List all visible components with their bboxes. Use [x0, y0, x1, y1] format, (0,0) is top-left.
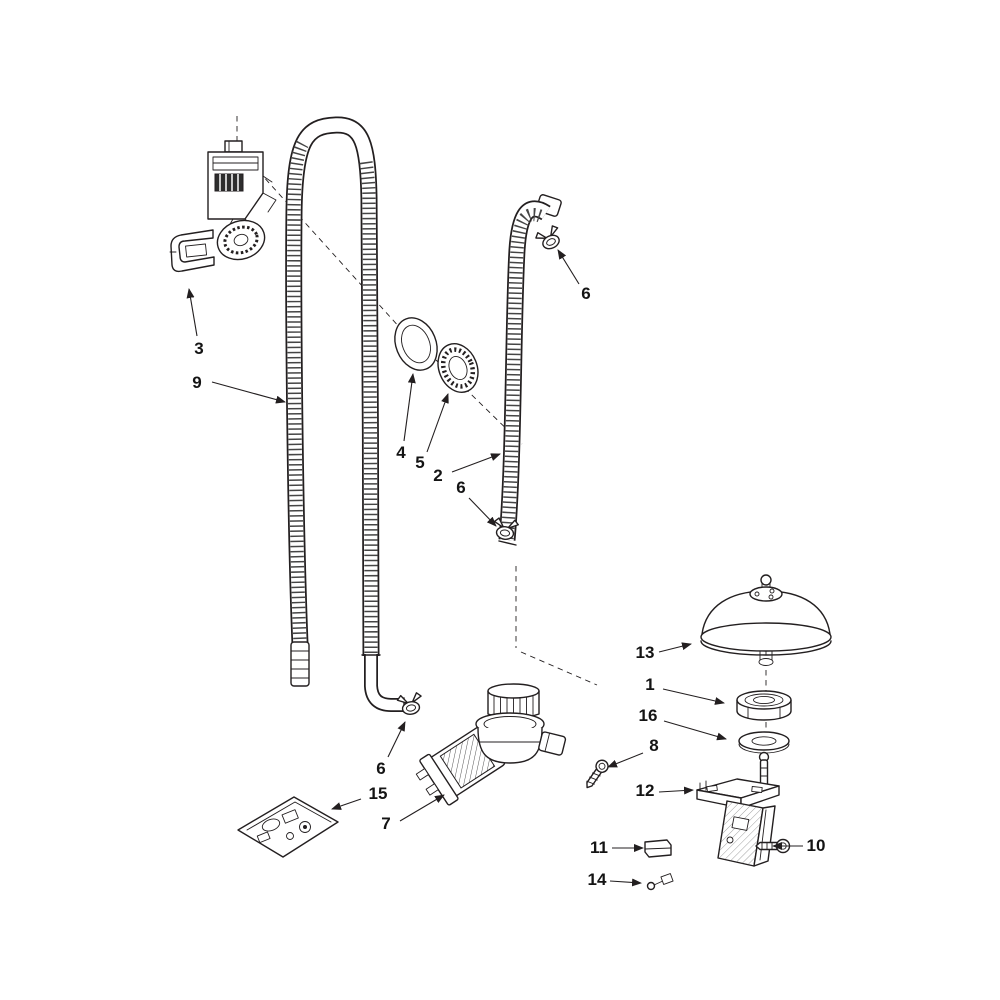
callout-6-top: 6: [581, 284, 590, 303]
drain-hose: [498, 194, 562, 546]
callout-7: 7: [381, 814, 390, 833]
callout-12: 12: [636, 781, 655, 800]
inlet-disc: [216, 219, 266, 261]
callout-6-bottom: 6: [376, 759, 385, 778]
grommet-seal: [437, 343, 479, 393]
hose-end-fitting: [290, 641, 310, 687]
callout-16: 16: [639, 706, 658, 725]
screw-8: [586, 759, 609, 789]
callout-15: 15: [369, 784, 388, 803]
callout-8: 8: [649, 736, 658, 755]
callout-1: 1: [645, 675, 654, 694]
overfill-dome-cap: [700, 574, 832, 666]
hex-nut: [736, 690, 792, 721]
callout-5: 5: [415, 453, 424, 472]
clip-11: [644, 839, 672, 858]
assembly-axis-lines: [236, 116, 767, 735]
callout-13: 13: [636, 643, 655, 662]
hose-clamp-top: [533, 223, 566, 254]
fastener-14: [646, 873, 674, 891]
parts-bag: [237, 796, 339, 858]
switch-bracket: [696, 778, 780, 867]
valve-inlet-thread: [487, 683, 540, 699]
fill-hose: [285, 116, 405, 713]
callout-10: 10: [807, 836, 826, 855]
water-inlet-assembly: [169, 140, 277, 273]
seal-washer: [738, 731, 790, 754]
inlet-cap: [224, 140, 243, 153]
callout-2: 2: [433, 466, 442, 485]
callout-4: 4: [396, 443, 406, 462]
callout-6-mid: 6: [456, 478, 465, 497]
valve-outlet: [538, 731, 567, 756]
callouts: 3 9 4 5 2 6 6 6 15 7 8 13 1 16 12 11 10: [186, 249, 826, 889]
callout-9: 9: [192, 373, 201, 392]
callout-11: 11: [590, 838, 608, 857]
callout-14: 14: [588, 870, 607, 889]
mounting-bracket: [170, 229, 215, 273]
gasket-ring: [394, 317, 438, 371]
water-valve: [415, 683, 567, 806]
callout-3: 3: [194, 339, 203, 358]
